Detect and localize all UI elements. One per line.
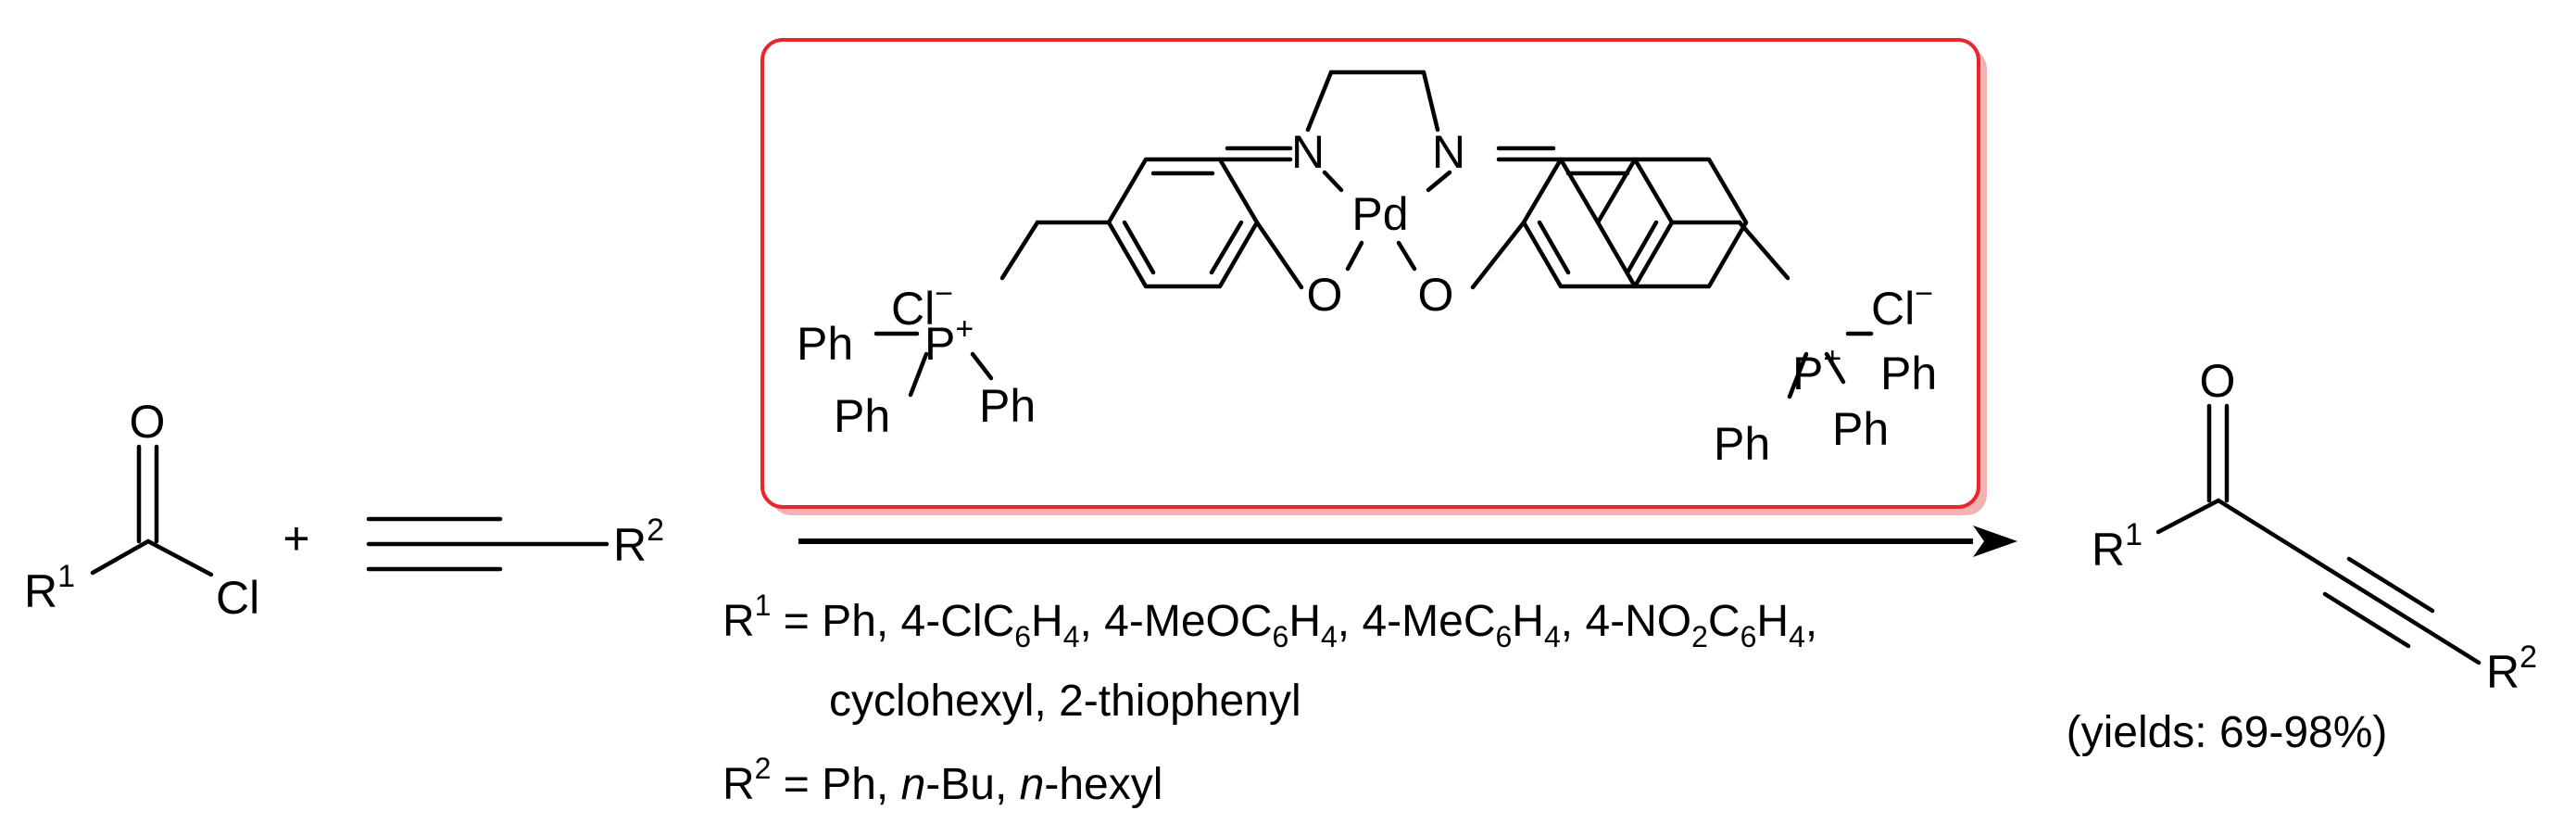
plus-sign: +: [283, 513, 309, 564]
acid-chloride-r1-label: R1: [24, 559, 75, 617]
product-r1-label: R1: [2092, 517, 2142, 576]
left-phenyl-left: Ph: [797, 318, 853, 370]
catalyst-box: [760, 38, 1987, 515]
right-phosphorus: P+: [1792, 341, 1841, 399]
right-phenyl-bottom-left: Ph: [1714, 418, 1770, 470]
acid-chloride-structure: O R1 Cl: [24, 396, 259, 624]
r2-substituents: R2 = Ph, n-Bu, n-hexyl: [723, 752, 1162, 809]
alkyne-structure: R2: [366, 513, 664, 572]
ynone-product-structure: O R1 R2 (yields: 69-98%): [2067, 355, 2537, 757]
left-phenyl-bottom-left: Ph: [834, 390, 890, 442]
left-phosphorus: P+: [924, 311, 974, 370]
acid-chloride-chlorine: Cl: [216, 572, 259, 624]
r1-substituents-line2: cyclohexyl, 2-thiophenyl: [829, 677, 1301, 726]
pd-salen-catalyst: N N Pd O O Cl− Ph P+ Ph Ph Cl− P+ Ph Ph …: [797, 70, 1937, 470]
left-counterion-chloride: Cl−: [891, 276, 953, 335]
arrow-head: [1973, 526, 2017, 557]
product-r2-label: R2: [2486, 640, 2537, 698]
right-counterion-chloride: Cl−: [1871, 276, 1933, 335]
product-yield: (yields: 69-98%): [2067, 708, 2388, 757]
catalyst-n-right: N: [1432, 126, 1465, 178]
r1-substituents-line1: R1 = Ph, 4-ClC6H4, 4-MeOC6H4, 4-MeC6H4, …: [723, 589, 1817, 653]
reaction-arrow: [798, 526, 2017, 557]
alkyne-r2-label: R2: [613, 513, 664, 571]
catalyst-o-left: O: [1307, 269, 1343, 321]
catalyst-pd-label: Pd: [1351, 188, 1408, 240]
right-phenyl-right: Ph: [1880, 348, 1937, 399]
acid-chloride-oxygen: O: [130, 396, 166, 448]
catalyst-n-left: N: [1291, 126, 1325, 178]
left-phenyl-bottom-right: Ph: [979, 380, 1036, 432]
reaction-conditions: R1 = Ph, 4-ClC6H4, 4-MeOC6H4, 4-MeC6H4, …: [723, 589, 1817, 809]
right-phenyl-bottom-right: Ph: [1832, 403, 1889, 455]
product-oxygen: O: [2200, 355, 2236, 407]
catalyst-box-border: [760, 38, 1980, 509]
catalyst-o-right: O: [1418, 269, 1454, 321]
